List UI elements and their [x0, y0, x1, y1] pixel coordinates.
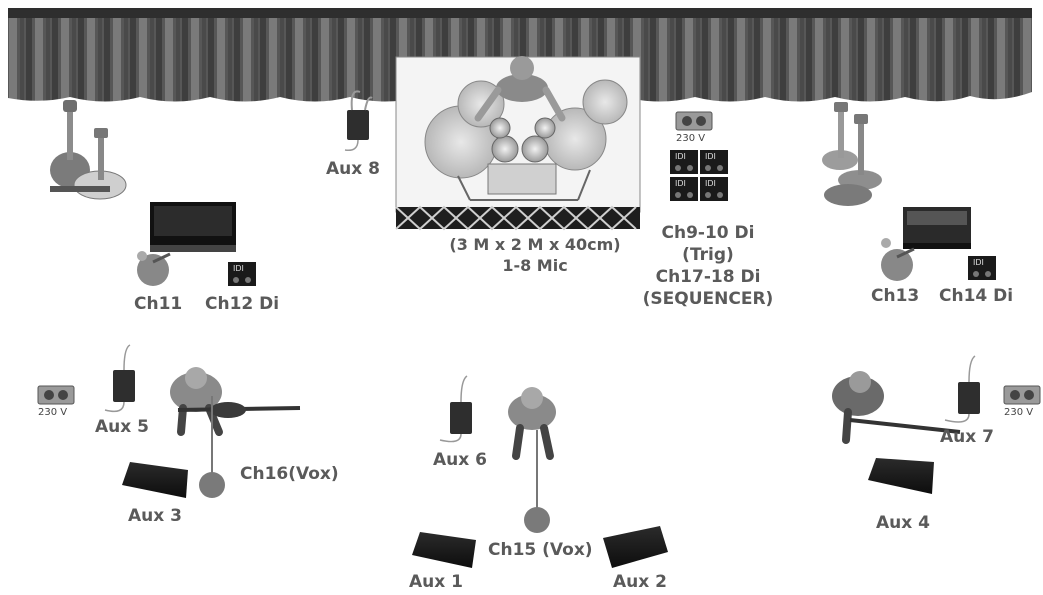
- label-ch11: Ch11: [134, 294, 183, 314]
- voltage-label-right: 230 V: [1004, 407, 1034, 418]
- aux6-bodypack: [439, 375, 472, 443]
- mic-ch11: [137, 251, 171, 286]
- wedge-aux1: [412, 532, 476, 568]
- di-badge: IDI: [705, 152, 716, 161]
- label-ch13: Ch13: [871, 286, 920, 306]
- voltage-label-left: 230 V: [38, 407, 68, 418]
- voltage-label-center: 230 V: [676, 133, 706, 144]
- guitars-right: [822, 102, 882, 206]
- label-ch16: Ch16(Vox): [240, 464, 339, 484]
- label-aux6: Aux 6: [433, 450, 487, 470]
- wedge-aux2: [603, 526, 668, 568]
- riser-dimensions: (3 M x 2 M x 40cm): [449, 235, 621, 254]
- aux8-bodypack: [344, 90, 373, 152]
- label-ch15: Ch15 (Vox): [488, 540, 593, 560]
- di-badge: IDI: [973, 258, 984, 267]
- guitarist-right: [832, 371, 961, 444]
- tech-line-1: Ch9-10 Di: [661, 223, 755, 243]
- power-outlet-center: [675, 111, 713, 131]
- di-box-ch10: [700, 150, 728, 174]
- di-box-ch18: [700, 177, 728, 201]
- drum-kit: [424, 56, 628, 201]
- wedge-aux3: [122, 462, 188, 498]
- di-badge: IDI: [675, 179, 686, 188]
- di-badge: IDI: [705, 179, 716, 188]
- tech-line-3: Ch17-18 Di: [655, 267, 761, 287]
- mic-stand-ch16: [199, 396, 225, 498]
- riser-mics: 1-8 Mic: [502, 256, 568, 275]
- di-badge: IDI: [233, 264, 244, 273]
- label-aux8: Aux 8: [326, 159, 380, 179]
- amp-right: [903, 207, 971, 249]
- di-badge: IDI: [675, 152, 686, 161]
- di-box-ch17: [670, 177, 698, 201]
- drummer: [474, 56, 566, 122]
- guitars-left: [50, 100, 127, 200]
- label-aux3: Aux 3: [128, 506, 182, 526]
- aux5-bodypack: [104, 344, 135, 413]
- di-box-ch9: [670, 150, 698, 174]
- tech-line-4: (SEQUENCER): [642, 289, 774, 309]
- tech-line-2: (Trig): [682, 245, 734, 265]
- mic-ch13: [881, 238, 915, 281]
- drum-riser-caption: (3 M x 2 M x 40cm) 1-8 Mic: [430, 234, 640, 276]
- label-ch12: Ch12 Di: [205, 294, 280, 314]
- power-outlet-left: [37, 385, 75, 405]
- label-aux2: Aux 2: [613, 572, 667, 592]
- mic-stand-ch15: [524, 430, 550, 533]
- di-box-ch12: [228, 262, 256, 286]
- label-aux1: Aux 1: [409, 572, 463, 592]
- label-aux4: Aux 4: [876, 513, 930, 533]
- label-aux7: Aux 7: [940, 427, 994, 447]
- power-outlet-right: [1003, 385, 1041, 405]
- back-curtain: [8, 8, 1032, 102]
- label-aux5: Aux 5: [95, 417, 149, 437]
- label-ch14: Ch14 Di: [939, 286, 1014, 306]
- amp-left: [150, 202, 236, 252]
- wedge-aux4: [868, 458, 934, 494]
- vocalist-center: [508, 387, 556, 460]
- guitarist-left: [170, 367, 301, 436]
- aux7-bodypack: [944, 355, 980, 423]
- tech-di-caption: Ch9-10 Di (Trig) Ch17-18 Di (SEQUENCER): [628, 222, 788, 310]
- di-box-ch14: [968, 256, 996, 280]
